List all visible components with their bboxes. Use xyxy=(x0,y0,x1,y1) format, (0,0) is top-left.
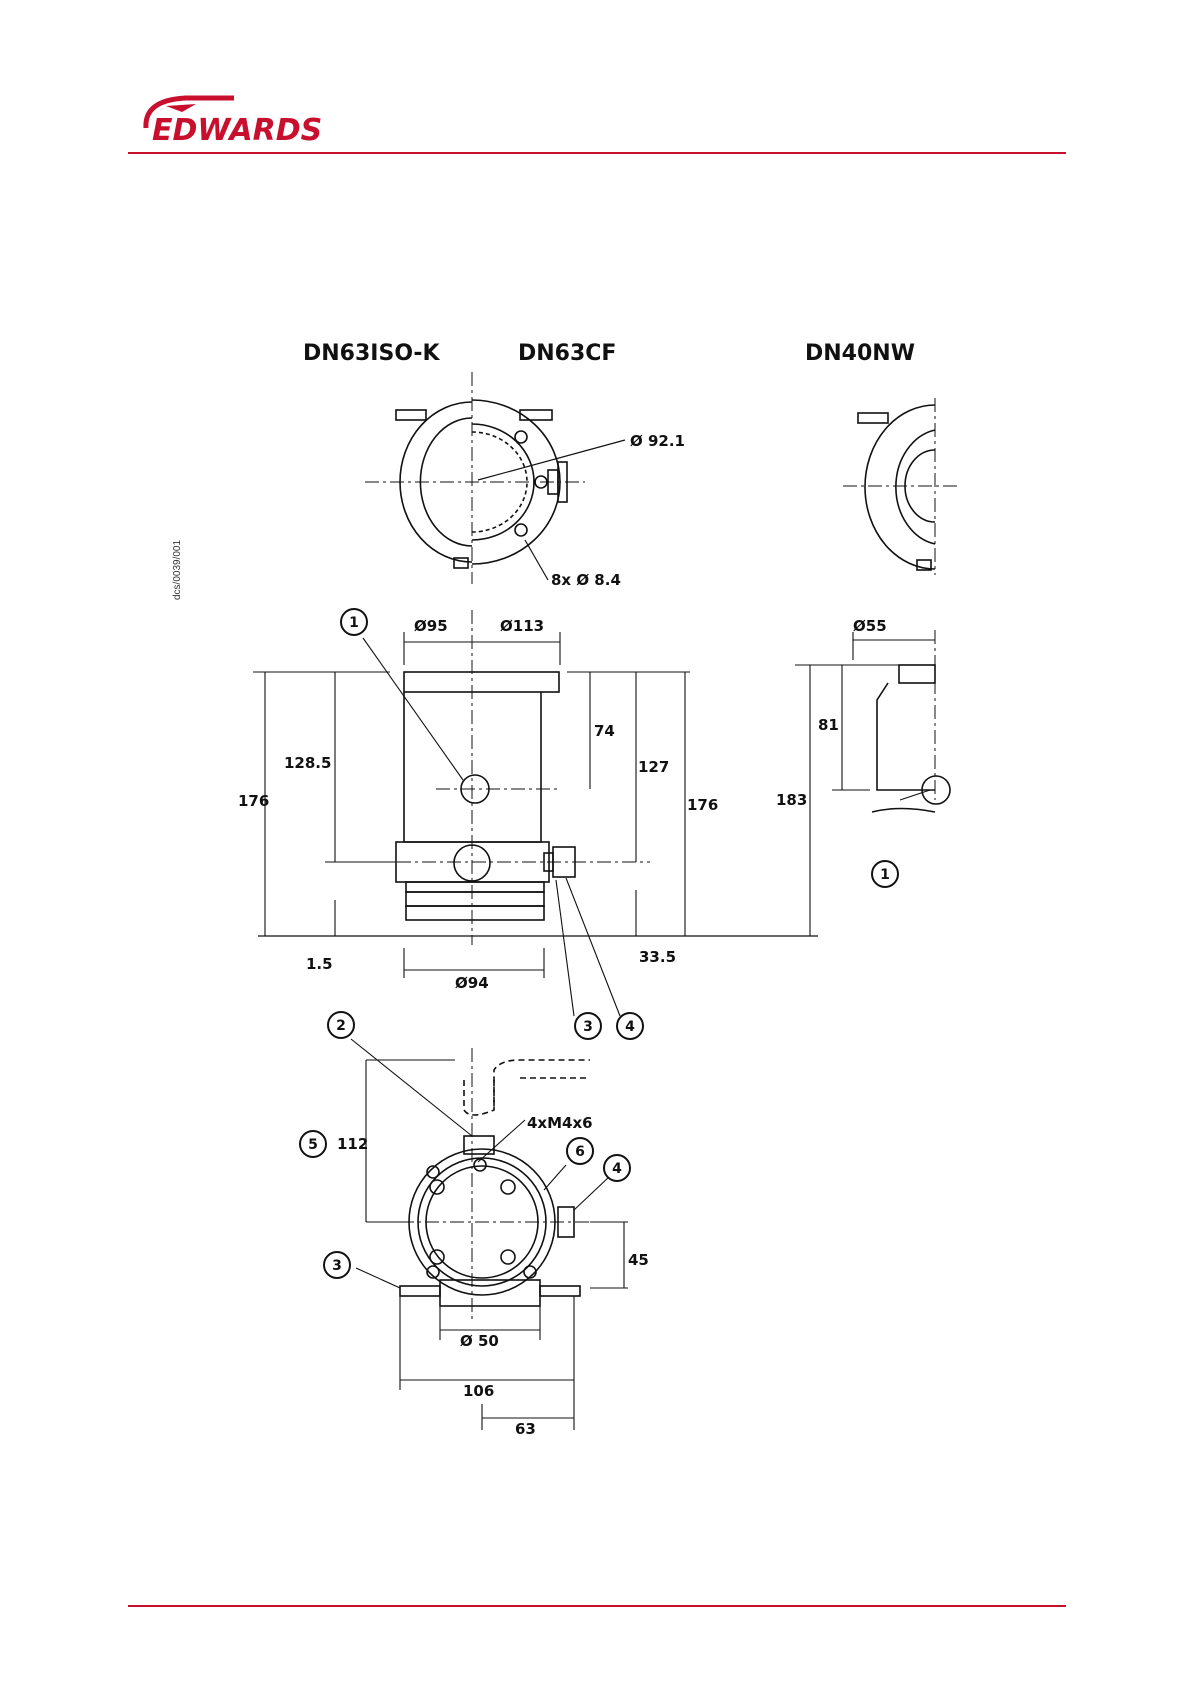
dim-d-92-1: Ø 92.1 xyxy=(630,432,685,450)
callout-1-nw: 1 xyxy=(872,861,898,887)
svg-text:2: 2 xyxy=(336,1018,346,1034)
dim-h-33-5: 33.5 xyxy=(639,948,676,966)
dim-d-95: Ø95 xyxy=(414,617,448,635)
bottom-view xyxy=(400,1048,590,1320)
dim-d-94: Ø94 xyxy=(455,974,489,992)
svg-text:6: 6 xyxy=(575,1144,585,1160)
callout-3-bottom: 3 xyxy=(324,1252,350,1278)
dim-holes: 8x Ø 8.4 xyxy=(551,571,621,589)
dim-h-112: 112 xyxy=(337,1135,368,1153)
dim-h-45: 45 xyxy=(628,1251,649,1269)
dim-h-1-5: 1.5 xyxy=(306,955,333,973)
svg-text:3: 3 xyxy=(332,1258,342,1274)
dim-h-183: 183 xyxy=(776,791,807,809)
dim-d-55: Ø55 xyxy=(853,617,887,635)
dim-thread: 4xM4x6 xyxy=(527,1114,593,1132)
callout-4-side: 4 xyxy=(617,1013,643,1039)
dim-d-50: Ø 50 xyxy=(460,1332,499,1350)
dim-w-106: 106 xyxy=(463,1382,494,1400)
callout-4-bottom: 4 xyxy=(604,1155,630,1181)
variant-label-dn40nw: DN40NW xyxy=(805,341,915,366)
dim-h-128-5: 128.5 xyxy=(284,754,331,772)
callout-5: 5 xyxy=(300,1131,326,1157)
svg-text:5: 5 xyxy=(308,1137,318,1153)
top-view-nw xyxy=(843,398,960,575)
side-elevation xyxy=(258,610,818,945)
top-view-iso-cf xyxy=(365,372,625,584)
svg-text:4: 4 xyxy=(625,1019,635,1035)
dim-w-63: 63 xyxy=(515,1420,536,1438)
svg-text:4: 4 xyxy=(612,1161,622,1177)
svg-text:1: 1 xyxy=(349,615,359,631)
svg-text:3: 3 xyxy=(583,1019,593,1035)
callout-2: 2 xyxy=(328,1012,354,1038)
dim-d-113: Ø113 xyxy=(500,617,544,635)
dim-h-176-right: 176 xyxy=(687,796,718,814)
dim-h-176-left: 176 xyxy=(238,792,269,810)
callout-1-side: 1 xyxy=(341,609,367,635)
variant-label-dn63cf: DN63CF xyxy=(518,341,616,366)
svg-text:1: 1 xyxy=(880,867,890,883)
side-elevation-nw xyxy=(872,630,950,812)
callout-6: 6 xyxy=(567,1138,593,1164)
dim-h-127: 127 xyxy=(638,758,669,776)
dim-h-74: 74 xyxy=(594,722,615,740)
side-dimension-lines xyxy=(253,632,935,978)
variant-label-dn63iso-k: DN63ISO-K xyxy=(303,341,441,366)
footer-rule xyxy=(128,1605,1066,1607)
callout-3-side: 3 xyxy=(575,1013,601,1039)
dim-h-81: 81 xyxy=(818,716,839,734)
